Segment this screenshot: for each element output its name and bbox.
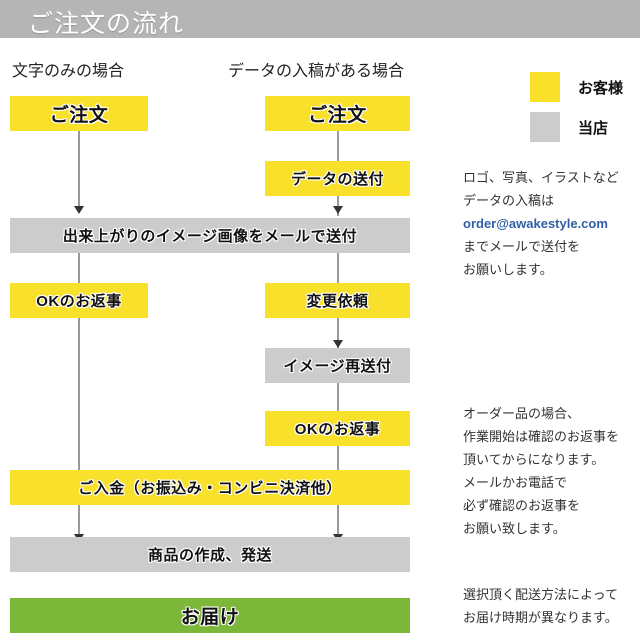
note-line: 作業開始は確認のお返事を xyxy=(463,429,620,444)
flow-box-image-mail[interactable]: 出来上がりのイメージ画像をメールで送付 xyxy=(10,218,410,253)
flow-box-send-data[interactable]: データの送付 xyxy=(265,161,410,196)
connector-right-ok-to-payment xyxy=(337,446,339,470)
flow-box-image-resend[interactable]: イメージ再送付 xyxy=(265,348,410,383)
arrowhead-left-1 xyxy=(74,206,84,214)
connector-left-order-to-imagemail xyxy=(78,131,80,206)
connector-left-imagemail-to-ok xyxy=(78,253,80,283)
note-line: 選択頂く配送方法によって xyxy=(463,587,618,602)
note-line: ロゴ、写真、イラストなど xyxy=(463,170,619,185)
header-bar xyxy=(0,0,640,38)
note-shipping: 選択頂く配送方法によって お届け時期が異なります。 xyxy=(463,583,618,629)
connector-right-resend-to-ok xyxy=(337,383,339,411)
legend-swatch-gray-square xyxy=(530,112,560,142)
connector-left-ok-to-payment xyxy=(78,318,80,470)
note-line: までメールで送付を xyxy=(463,239,581,254)
legend-label-customer: お客様 xyxy=(578,79,624,97)
note-line: 頂いてからになります。 xyxy=(463,452,605,467)
note-line: 必ず確認のお返事を xyxy=(463,498,581,513)
note-line: オーダー品の場合、 xyxy=(463,406,581,421)
legend-label-shop: 当店 xyxy=(578,119,609,137)
column-caption-left: 文字のみの場合 xyxy=(12,63,125,80)
legend-item-customer: お客様 xyxy=(530,72,623,102)
flow-box-order-left[interactable]: ご注文 xyxy=(10,96,148,131)
connector-payment-to-ship-right xyxy=(337,505,339,537)
legend-swatch-yellow-square xyxy=(530,72,560,102)
connector-right-change-to-resend xyxy=(337,318,339,348)
flow-box-ok-reply-right[interactable]: OKのお返事 xyxy=(265,411,410,446)
flow-box-payment[interactable]: ご入金（お振込み・コンビニ決済他） xyxy=(10,470,410,505)
flow-box-make-ship[interactable]: 商品の作成、発送 xyxy=(10,537,410,572)
note-line: お届け時期が異なります。 xyxy=(463,610,618,625)
flow-box-delivery[interactable]: お届け xyxy=(10,598,410,633)
arrowhead-right-1 xyxy=(333,206,343,214)
connector-right-imagemail-to-change xyxy=(337,253,339,283)
connector-right-order-to-senddata xyxy=(337,131,339,161)
page-title: ご注文の流れ xyxy=(28,10,185,38)
column-caption-right: データの入稿がある場合 xyxy=(228,63,405,80)
contact-email-link[interactable]: order@awakestyle.com xyxy=(463,216,608,231)
note-line: メールかお電話で xyxy=(463,475,568,490)
note-line: データの入稿は xyxy=(463,193,555,208)
legend-item-shop: 当店 xyxy=(530,112,608,142)
note-line: お願い致します。 xyxy=(463,521,566,536)
flow-box-change-request[interactable]: 変更依頼 xyxy=(265,283,410,318)
note-data-submission: ロゴ、写真、イラストなど データの入稿は order@awakestyle.co… xyxy=(463,166,619,281)
note-order-confirmation: オーダー品の場合、 作業開始は確認のお返事を 頂いてからになります。 メールかお… xyxy=(463,402,619,540)
arrowhead-right-2 xyxy=(333,340,343,348)
connector-payment-to-ship-left xyxy=(78,505,80,537)
note-line: お願いします。 xyxy=(463,262,553,277)
flow-box-order-right[interactable]: ご注文 xyxy=(265,96,410,131)
flow-box-ok-reply-left[interactable]: OKのお返事 xyxy=(10,283,148,318)
